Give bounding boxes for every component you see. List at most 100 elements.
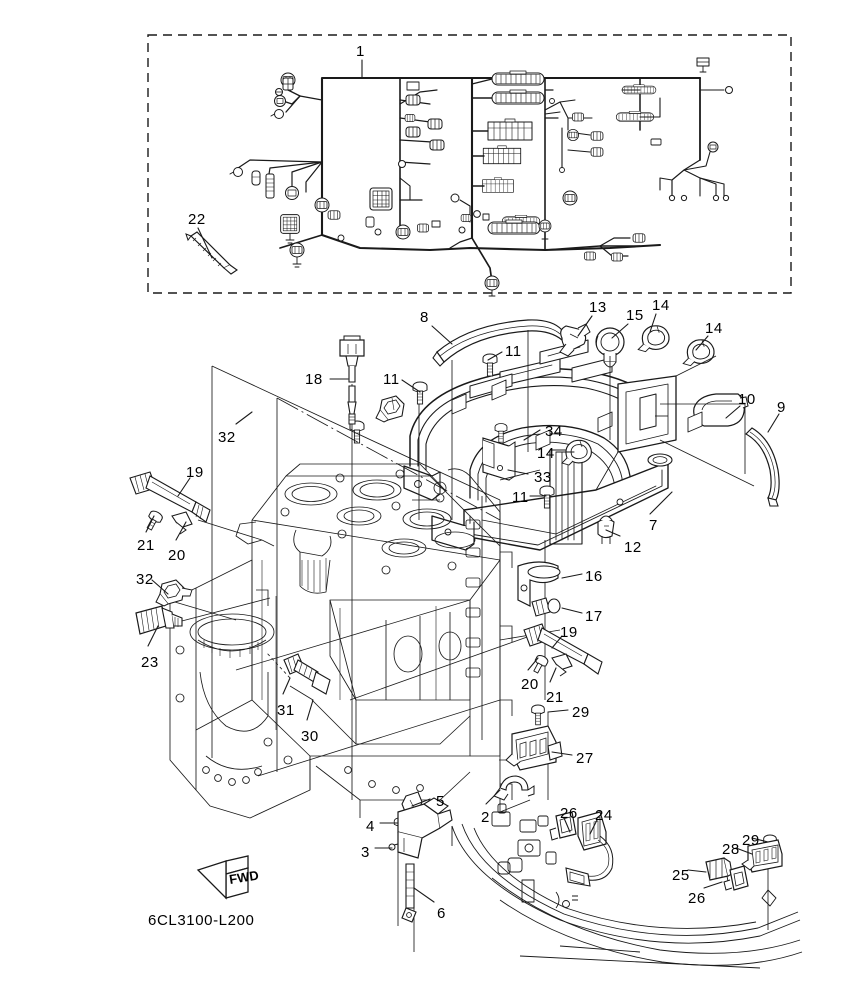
leader-line-17: [561, 607, 583, 614]
protective-cover-side-part: [745, 427, 780, 507]
callout-number-19: 19: [186, 464, 204, 481]
connector-holder-part-right: [723, 865, 749, 891]
callout-number-33: 33: [534, 469, 552, 486]
connector-holder-part-left: [549, 811, 577, 841]
callout-number-7: 7: [649, 517, 658, 534]
leader-line-8: [431, 325, 453, 345]
callout-number-1: 1: [356, 43, 365, 60]
cable-grommet-part: [595, 327, 625, 368]
callout-leader-lines: [145, 59, 780, 903]
leader-line-32: [151, 579, 169, 595]
projection-lines: [167, 330, 769, 952]
sensor-assembly-upper-part: [129, 471, 211, 535]
leader-line-11: [401, 379, 421, 393]
callout-number-29: 29: [572, 704, 590, 721]
bolt-short-part: [531, 597, 561, 617]
leader-line-12: [605, 529, 621, 537]
mounting-stay-part: [517, 561, 561, 607]
terminal-block-part: [741, 839, 783, 873]
leader-line-14: [695, 335, 709, 351]
leader-line-19: [551, 635, 563, 649]
callout-number-21: 21: [546, 689, 564, 706]
ignition-coil-lead-part: [339, 335, 365, 425]
wire-clip-part: [559, 323, 591, 357]
callout-number-11: 11: [505, 343, 522, 360]
callout-number-10: 10: [738, 391, 756, 408]
leader-line-10: [725, 405, 741, 419]
leader-line-20: [527, 657, 539, 671]
callout-number-20: 20: [168, 547, 186, 564]
clip-holder-part: [597, 515, 615, 544]
callout-number-32: 32: [136, 571, 154, 588]
fwd-direction-marker: FWD: [196, 855, 260, 900]
callout-number-27: 27: [576, 750, 594, 767]
leader-line-5: [411, 798, 431, 807]
callout-number-28: 28: [722, 841, 740, 858]
callout-number-20: 20: [521, 676, 539, 693]
harness-bracket-assembly: [403, 339, 703, 551]
leader-line-21: [145, 515, 155, 533]
fuse-block-part: [505, 725, 563, 771]
leader-line-34: [523, 429, 541, 441]
callout-number-21: 21: [137, 537, 155, 554]
leader-line-13: [577, 315, 593, 337]
callout-number-34: 34: [545, 423, 563, 440]
leader-line-26: [563, 817, 571, 833]
sensor-assembly-lower-part: [523, 623, 603, 677]
callout-number-12: 12: [624, 539, 642, 556]
callout-number-25: 25: [672, 867, 690, 884]
callout-number-3: 3: [361, 844, 370, 861]
callout-number-14: 14: [705, 320, 723, 337]
fwd-text: FWD: [228, 868, 260, 887]
callout-number-8: 8: [420, 309, 429, 326]
leader-line-20: [175, 521, 187, 541]
callout-number-26: 26: [560, 805, 578, 822]
callout-number-4: 4: [366, 818, 375, 835]
leader-line-32: [235, 411, 253, 425]
leader-line-9: [767, 413, 780, 433]
lower-cowling-illustration: [451, 803, 803, 969]
drawing-number: 6CL3100-L200: [148, 912, 255, 929]
callout-number-9: 9: [777, 399, 786, 416]
callout-number-29: 29: [742, 832, 760, 849]
leader-line-28: [735, 847, 753, 855]
callout-number-11: 11: [512, 489, 529, 506]
callout-number-11: 11: [383, 371, 400, 388]
wire-clamp-part: [493, 775, 535, 801]
callout-number-23: 23: [141, 654, 159, 671]
leader-line-14: [649, 313, 657, 333]
leader-line-25: [687, 869, 707, 873]
leader-line-19: [177, 477, 191, 497]
leader-line-30: [306, 699, 314, 721]
callout-number-14: 14: [652, 297, 670, 314]
leader-line-6: [413, 887, 435, 903]
leader-line-24: [589, 819, 598, 835]
leader-line-29: [751, 837, 769, 843]
leader-line-33: [507, 469, 529, 475]
callout-number-32: 32: [218, 429, 236, 446]
callout-number-18: 18: [305, 371, 323, 388]
callout-number-30: 30: [301, 728, 319, 745]
cable-tie-part: [185, 231, 238, 275]
callout-number-26: 26: [688, 890, 706, 907]
callout-number-16: 16: [585, 568, 603, 585]
callout-number-6: 6: [437, 905, 446, 922]
rubber-damper-part: [705, 857, 733, 881]
leader-line-26: [703, 881, 723, 889]
bracket-stay-part: [482, 437, 516, 481]
harness-group-box: [147, 34, 792, 294]
leader-line-2: [485, 789, 501, 805]
leader-line-29: [547, 709, 569, 713]
leader-line-21: [549, 667, 557, 683]
callout-number-19: 19: [560, 624, 578, 641]
callout-number-14: 14: [537, 445, 555, 462]
callout-number-17: 17: [585, 608, 603, 625]
callout-number-22: 22: [188, 211, 206, 228]
band-strap-part: [401, 863, 417, 923]
leader-line-27: [551, 751, 573, 756]
callout-number-15: 15: [626, 307, 644, 324]
leader-line-23: [147, 625, 159, 647]
leader-line-15: [611, 323, 629, 339]
clamp-bracket-main: [388, 797, 453, 859]
